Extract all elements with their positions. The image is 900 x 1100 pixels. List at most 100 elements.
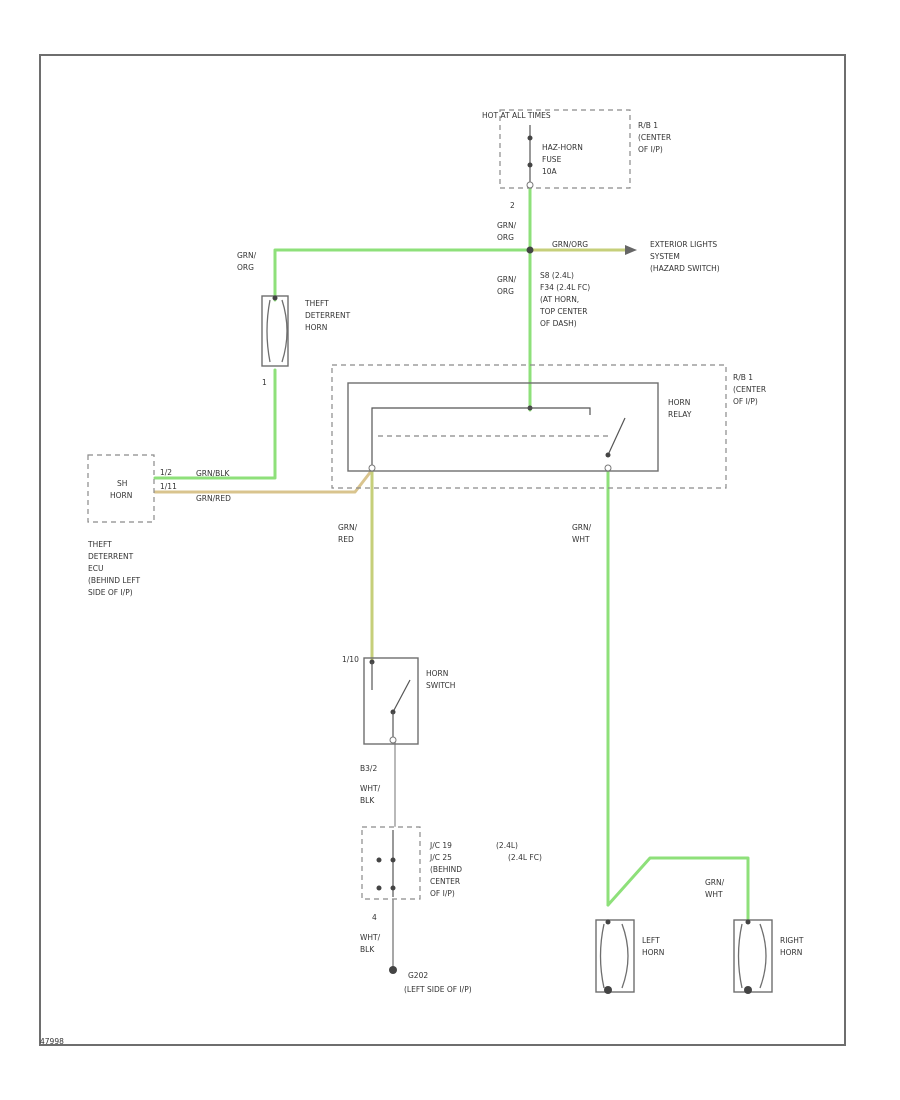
wire-to-right-horn[interactable] bbox=[606, 856, 750, 922]
fuse-terminal-top bbox=[527, 135, 533, 141]
wire-color-horn-out-2: WHT bbox=[572, 535, 590, 544]
junction-connector: J/C 19 J/C 25 (BEHIND CENTER OF I/P) (2.… bbox=[361, 826, 542, 900]
splice-line4: TOP CENTER bbox=[539, 307, 588, 316]
right-horn-label-1: RIGHT bbox=[780, 936, 804, 945]
theft-horn-label-1: THEFT bbox=[304, 299, 329, 308]
left-horn-label-1: LEFT bbox=[642, 936, 660, 945]
wire-color-jc-out-1: WHT/ bbox=[360, 933, 381, 942]
wire-color-switch-out-2: BLK bbox=[360, 796, 375, 805]
wire-to-theft-horn[interactable] bbox=[273, 248, 532, 302]
wire-group bbox=[153, 186, 750, 969]
horn-switch-arm bbox=[392, 679, 411, 713]
wire-color-exterior: GRN/ORG bbox=[552, 240, 588, 249]
theft-horn-label-3: HORN bbox=[305, 323, 327, 332]
fuse-box: HOT AT ALL TIMES HAZ-HORN FUSE 10A R/B 1… bbox=[482, 109, 671, 210]
left-horn: LEFT HORN bbox=[595, 919, 664, 994]
left-horn-label-2: HORN bbox=[642, 948, 664, 957]
relay-label-1: HORN bbox=[668, 398, 690, 407]
junction-outline bbox=[361, 826, 421, 900]
relay-label-2: RELAY bbox=[668, 410, 692, 419]
wire-color-right-horn-1: GRN/ bbox=[705, 878, 725, 887]
fuse-location-line2: (CENTER bbox=[638, 133, 671, 142]
left-horn-icon bbox=[599, 923, 629, 989]
ecu-pin1: 1/2 bbox=[160, 468, 172, 477]
ecu-caption-5: SIDE OF I/P) bbox=[88, 588, 133, 597]
wire-color-top-mid-2: ORG bbox=[497, 233, 514, 242]
theft-horn-icon bbox=[266, 299, 288, 363]
horn-switch-body bbox=[363, 657, 419, 745]
wire-color-relay-out-2: RED bbox=[338, 535, 354, 544]
theft-deterrent-ecu: SH HORN 1/2 1/11 GRN/BLK GRN/RED THEFT D… bbox=[87, 454, 231, 597]
fuse-box-outline bbox=[499, 109, 631, 189]
junction-line2: J/C 25 bbox=[429, 853, 452, 862]
relay-location-3: OF I/P) bbox=[733, 397, 758, 406]
fuse-pin-label: 2 bbox=[510, 201, 515, 210]
left-horn-ground-icon bbox=[604, 986, 612, 994]
relay-box-outline bbox=[331, 364, 727, 489]
relay-switch-pivot bbox=[605, 452, 611, 458]
splice-line5: OF DASH) bbox=[540, 319, 577, 328]
wire-color-relay-out-1: GRN/ bbox=[338, 523, 358, 532]
junction-line1: J/C 19 bbox=[429, 841, 452, 850]
right-horn: RIGHT HORN bbox=[733, 919, 804, 994]
theft-horn-terminal bbox=[272, 295, 278, 301]
junction-dot-1 bbox=[376, 857, 382, 863]
junction-pin: 4 bbox=[372, 913, 377, 922]
ecu-caption-3: ECU bbox=[88, 564, 103, 573]
right-horn-icon bbox=[737, 923, 767, 989]
relay-terminal-left bbox=[368, 464, 376, 472]
fuse-name-line3: 10A bbox=[542, 167, 558, 176]
exterior-line1: EXTERIOR LIGHTS bbox=[650, 240, 717, 249]
arrow-to-exterior-icon bbox=[625, 245, 637, 255]
diagram-frame bbox=[39, 54, 846, 1046]
wire-color-switch-out-1: WHT/ bbox=[360, 784, 381, 793]
fuse-name-line2: FUSE bbox=[542, 155, 562, 164]
wire-color-top-mid-1: GRN/ bbox=[497, 221, 517, 230]
ecu-caption-2: DETERRENT bbox=[88, 552, 134, 561]
wire-color-horn-out-1: GRN/ bbox=[572, 523, 592, 532]
junction-line5: OF I/P) bbox=[430, 889, 455, 898]
junction-line4: CENTER bbox=[430, 877, 460, 886]
splice-point bbox=[526, 246, 534, 254]
left-horn-body bbox=[595, 919, 635, 993]
wire-color-ecu-2: GRN/RED bbox=[196, 494, 231, 503]
wire-color-right-horn-2: WHT bbox=[705, 890, 723, 899]
horn-switch-label-1: HORN bbox=[426, 669, 448, 678]
relay-coil-path bbox=[371, 407, 530, 465]
fuse-box-title: HOT AT ALL TIMES bbox=[482, 111, 551, 120]
theft-deterrent-horn: THEFT DETERRENT HORN 1 bbox=[261, 295, 351, 387]
ecu-pin2: 1/11 bbox=[160, 482, 177, 491]
relay-location-2: (CENTER bbox=[733, 385, 766, 394]
horn-switch-pin: 1/10 bbox=[342, 655, 359, 664]
diagram-code: 47998 bbox=[40, 1037, 64, 1046]
junction-line3: (BEHIND bbox=[430, 865, 462, 874]
ecu-caption-4: (BEHIND LEFT bbox=[88, 576, 141, 585]
wire-ecu-to-relay[interactable] bbox=[153, 468, 374, 494]
junction-dot-4 bbox=[390, 885, 396, 891]
relay-switch-arm bbox=[607, 417, 626, 456]
fuse-name-line1: HAZ-HORN bbox=[542, 143, 583, 152]
ground-location: (LEFT SIDE OF I/P) bbox=[404, 985, 472, 994]
right-horn-ground-icon bbox=[744, 986, 752, 994]
horn-switch-bottom-terminal bbox=[389, 736, 397, 744]
left-horn-terminal bbox=[605, 919, 611, 925]
fuse-connector bbox=[526, 181, 534, 189]
right-horn-body bbox=[733, 919, 773, 993]
ecu-line2: HORN bbox=[110, 491, 132, 500]
relay-contact-lead bbox=[530, 407, 591, 415]
wire-theft-horn-to-ecu[interactable] bbox=[153, 368, 277, 480]
relay-location-1: R/B 1 bbox=[733, 373, 753, 382]
wire-color-ecu-1: GRN/BLK bbox=[196, 469, 230, 478]
junction-dot-3 bbox=[376, 885, 382, 891]
splice-line1: S8 (2.4L) bbox=[540, 271, 574, 280]
ecu-outline bbox=[87, 454, 155, 523]
horn-relay: HORN RELAY R/B 1 (CENTER OF I/P) bbox=[331, 364, 766, 489]
right-horn-terminal bbox=[745, 919, 751, 925]
exterior-line3: (HAZARD SWITCH) bbox=[650, 264, 720, 273]
horn-switch-label-2: SWITCH bbox=[426, 681, 455, 690]
ecu-line1: SH bbox=[117, 479, 127, 488]
fuse-location-line3: OF I/P) bbox=[638, 145, 663, 154]
theft-horn-label-2: DETERRENT bbox=[305, 311, 351, 320]
splice-line2: F34 (2.4L FC) bbox=[540, 283, 590, 292]
